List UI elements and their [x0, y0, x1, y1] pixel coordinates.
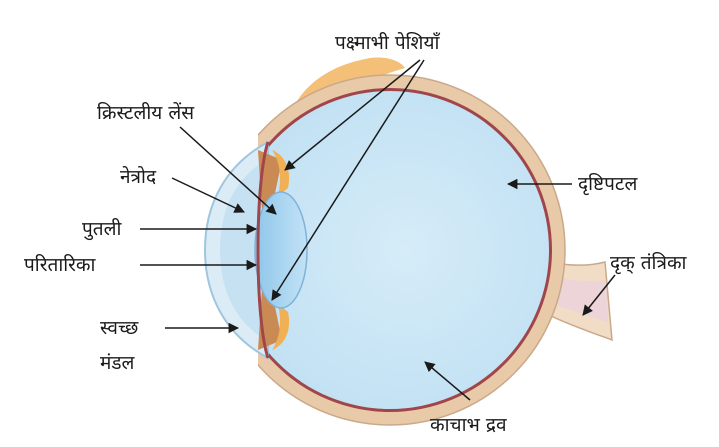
pointer-aqueous: [171, 177, 245, 213]
front-mask: [0, 0, 258, 447]
pointer-vitreous: [424, 361, 471, 401]
label-ciliary-muscles: पक्ष्माभी पेशियाँ: [335, 31, 441, 54]
ciliary-muscle-lower: [272, 304, 290, 350]
pointer-optic-nerve: [582, 274, 616, 316]
vitreous-chamber: [231, 91, 549, 409]
lens-shape: [254, 191, 308, 309]
pointer-ciliary-lower: [271, 59, 425, 301]
label-retina: दृष्टिपटल: [578, 172, 638, 196]
label-cornea-line1: स्वच्छ: [100, 317, 139, 339]
label-aqueous-humour: नेत्रोद: [120, 165, 157, 188]
label-vitreous-humour: काचाभ द्रव: [430, 414, 507, 436]
pointer-ciliary-upper: [284, 59, 421, 171]
aqueous-chamber: [220, 160, 266, 340]
label-iris: परितारिका: [24, 253, 97, 276]
label-crystalline-lens: क्रिस्टलीय लेंस: [97, 101, 195, 124]
label-pupil: पुतली: [82, 217, 123, 241]
label-cornea-line2: मंडल: [100, 352, 136, 374]
retina-front-edge: [256, 141, 270, 359]
label-optic-nerve: दृक् तंत्रिका: [610, 251, 688, 275]
pointer-lens: [179, 126, 277, 215]
